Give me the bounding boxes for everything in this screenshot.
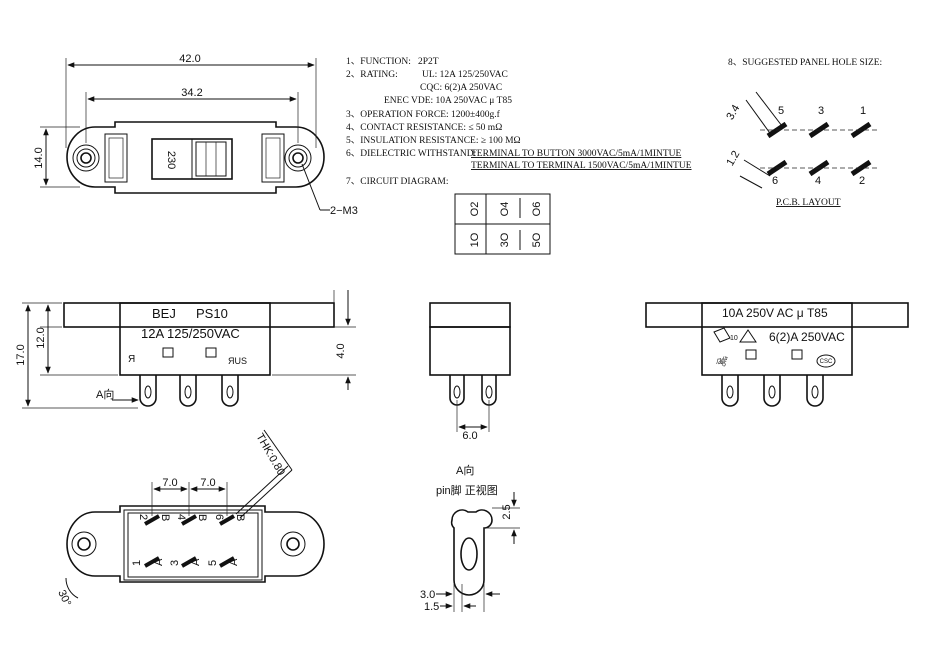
- actuator-label: 230: [165, 151, 177, 169]
- pcb-dim-34: 3.4: [724, 103, 742, 122]
- pin-1: 1: [131, 560, 143, 566]
- ccc-mark-icon: ㎯: [716, 356, 728, 367]
- pcb-num-5: 5: [778, 105, 784, 117]
- dim-7a: 7.0: [162, 477, 177, 489]
- screw-callout: 2−M3: [330, 205, 358, 217]
- arrow-a-label: A向: [96, 387, 114, 401]
- back-view: 10A 250V AC μ T85 10 6(2)A 250VAC ㎯ CSC: [645, 302, 909, 407]
- screw-hole-right: [284, 144, 312, 172]
- enec-mark-number: 10: [730, 335, 738, 342]
- pin-detail-title2: pin脚 正视图: [436, 483, 498, 497]
- spec-rating-num: 2、RATING:: [346, 70, 398, 80]
- front-model: PS10: [196, 306, 228, 321]
- circuit-bottom-2: 3O: [499, 232, 511, 247]
- dim-12: 12.0: [35, 327, 47, 348]
- pin-4-b: B: [196, 514, 208, 521]
- circuit-bottom-3: 5O: [531, 232, 543, 247]
- ul-mark-icon: Я: [128, 354, 135, 365]
- bottom-screw-right: [280, 531, 306, 557]
- screw-hole-left: [72, 144, 100, 172]
- pcb-title: 8、SUGGESTED PANEL HOLE SIZE:: [728, 58, 882, 68]
- dim-25: 2.5: [501, 504, 513, 519]
- csc-mark-text: CSC: [820, 359, 833, 365]
- dim-7b: 7.0: [200, 477, 215, 489]
- pin-detail-title1: A向: [456, 463, 474, 477]
- pcb-num-2: 2: [859, 175, 865, 187]
- pin-5-a: A: [228, 558, 240, 566]
- front-brand: BEJ: [152, 306, 176, 321]
- bottom-view: 2 B 4 B 6 B 1 A 3 A 5 A 7.0 7.0 THK:0.80…: [55, 429, 325, 608]
- front-terminals: [139, 375, 239, 407]
- spec-circuit: 7、CIRCUIT DIAGRAM:: [346, 177, 448, 187]
- back-rating: 10A 250V AC μ T85: [722, 306, 828, 320]
- dim-6: 6.0: [462, 430, 477, 442]
- circuit-top-3: O6: [531, 202, 543, 217]
- pin-2: 2: [137, 514, 149, 520]
- spec-dielectric-num: 6、DIELECTRIC WITHSTAND:: [346, 149, 476, 159]
- pin-4: 4: [175, 514, 187, 520]
- pin-detail: A向 pin脚 正视图 2.5 3.0 1.5: [420, 463, 520, 613]
- dim-15: 1.5: [424, 601, 439, 613]
- circuit-bottom-1: 1O: [469, 232, 481, 247]
- pin-2-b: B: [159, 514, 171, 521]
- pin-5: 5: [207, 560, 219, 566]
- circuit-diagram: O2 O4 O6 1O 3O 5O: [454, 193, 551, 255]
- front-view: BEJ PS10 12A 125/250VAC Я ЯUS 17.0 12.0 …: [15, 290, 356, 409]
- pcb-layout-label: P.C.B. LAYOUT: [776, 198, 841, 208]
- pin-1-a: A: [153, 558, 165, 566]
- ul-recognized-icon: ЯUS: [228, 356, 247, 366]
- spec-function-num: 1、FUNCTION:: [346, 57, 411, 67]
- pcb-num-1: 1: [860, 105, 866, 117]
- circuit-top-1: O2: [469, 202, 481, 217]
- dim-30: 3.0: [420, 589, 435, 601]
- vde-mark-icon: [739, 329, 757, 343]
- dim-4: 4.0: [335, 343, 347, 358]
- enec-mark-icon: 10: [713, 327, 738, 343]
- spec-rating-ul: UL: 12A 125/250VAC: [422, 70, 508, 80]
- pcb-num-6: 6: [772, 175, 778, 187]
- spec-dielectric-b: TERMINAL TO TERMINAL 1500VAC/5mA/1MINTUE: [471, 161, 692, 171]
- spec-dielectric-a: TERMINAL TO BUTTON 3000VAC/5mA/1MINTUE: [471, 149, 682, 159]
- dim-34: 34.2: [181, 87, 202, 99]
- dim-42: 42.0: [179, 53, 200, 65]
- spec-rating-enec: ENEC VDE: 10A 250VAC μ T85: [384, 96, 512, 106]
- spec-rating-cqc: CQC: 6(2)A 250VAC: [420, 82, 502, 93]
- pcb-layout: 8、SUGGESTED PANEL HOLE SIZE: 5 3 1 6 4 2…: [724, 58, 882, 208]
- back-cqc-rating: 6(2)A 250VAC: [769, 330, 845, 344]
- spec-list: 1、FUNCTION: 2P2T 2、RATING: UL: 12A 125/2…: [346, 57, 692, 187]
- spec-contact: 4、CONTACT RESISTANCE: ≤ 50 mΩ: [346, 123, 502, 133]
- dim-14: 14.0: [33, 147, 45, 168]
- circuit-top-2: O4: [499, 202, 511, 217]
- top-view: 230 42.0 34.2 14.0 2−M3: [33, 53, 358, 217]
- spec-function-val: 2P2T: [418, 57, 439, 67]
- bottom-screw-left: [71, 531, 97, 557]
- pcb-dim-12: 1.2: [724, 149, 742, 168]
- dim-17: 17.0: [15, 344, 27, 365]
- spec-force: 3、OPERATION FORCE: 1200±400g.f: [346, 109, 501, 120]
- pin-3-a: A: [190, 558, 202, 566]
- spec-insulation: 5、INSULATION RESISTANCE: ≥ 100 MΩ: [346, 136, 521, 146]
- front-rating: 12A 125/250VAC: [141, 326, 240, 341]
- pcb-num-3: 3: [818, 105, 824, 117]
- pcb-num-4: 4: [815, 175, 821, 187]
- side-view: 6.0: [429, 302, 511, 442]
- pin-3: 3: [169, 560, 181, 566]
- pin-6: 6: [213, 514, 225, 520]
- csc-mark-icon: [816, 354, 836, 368]
